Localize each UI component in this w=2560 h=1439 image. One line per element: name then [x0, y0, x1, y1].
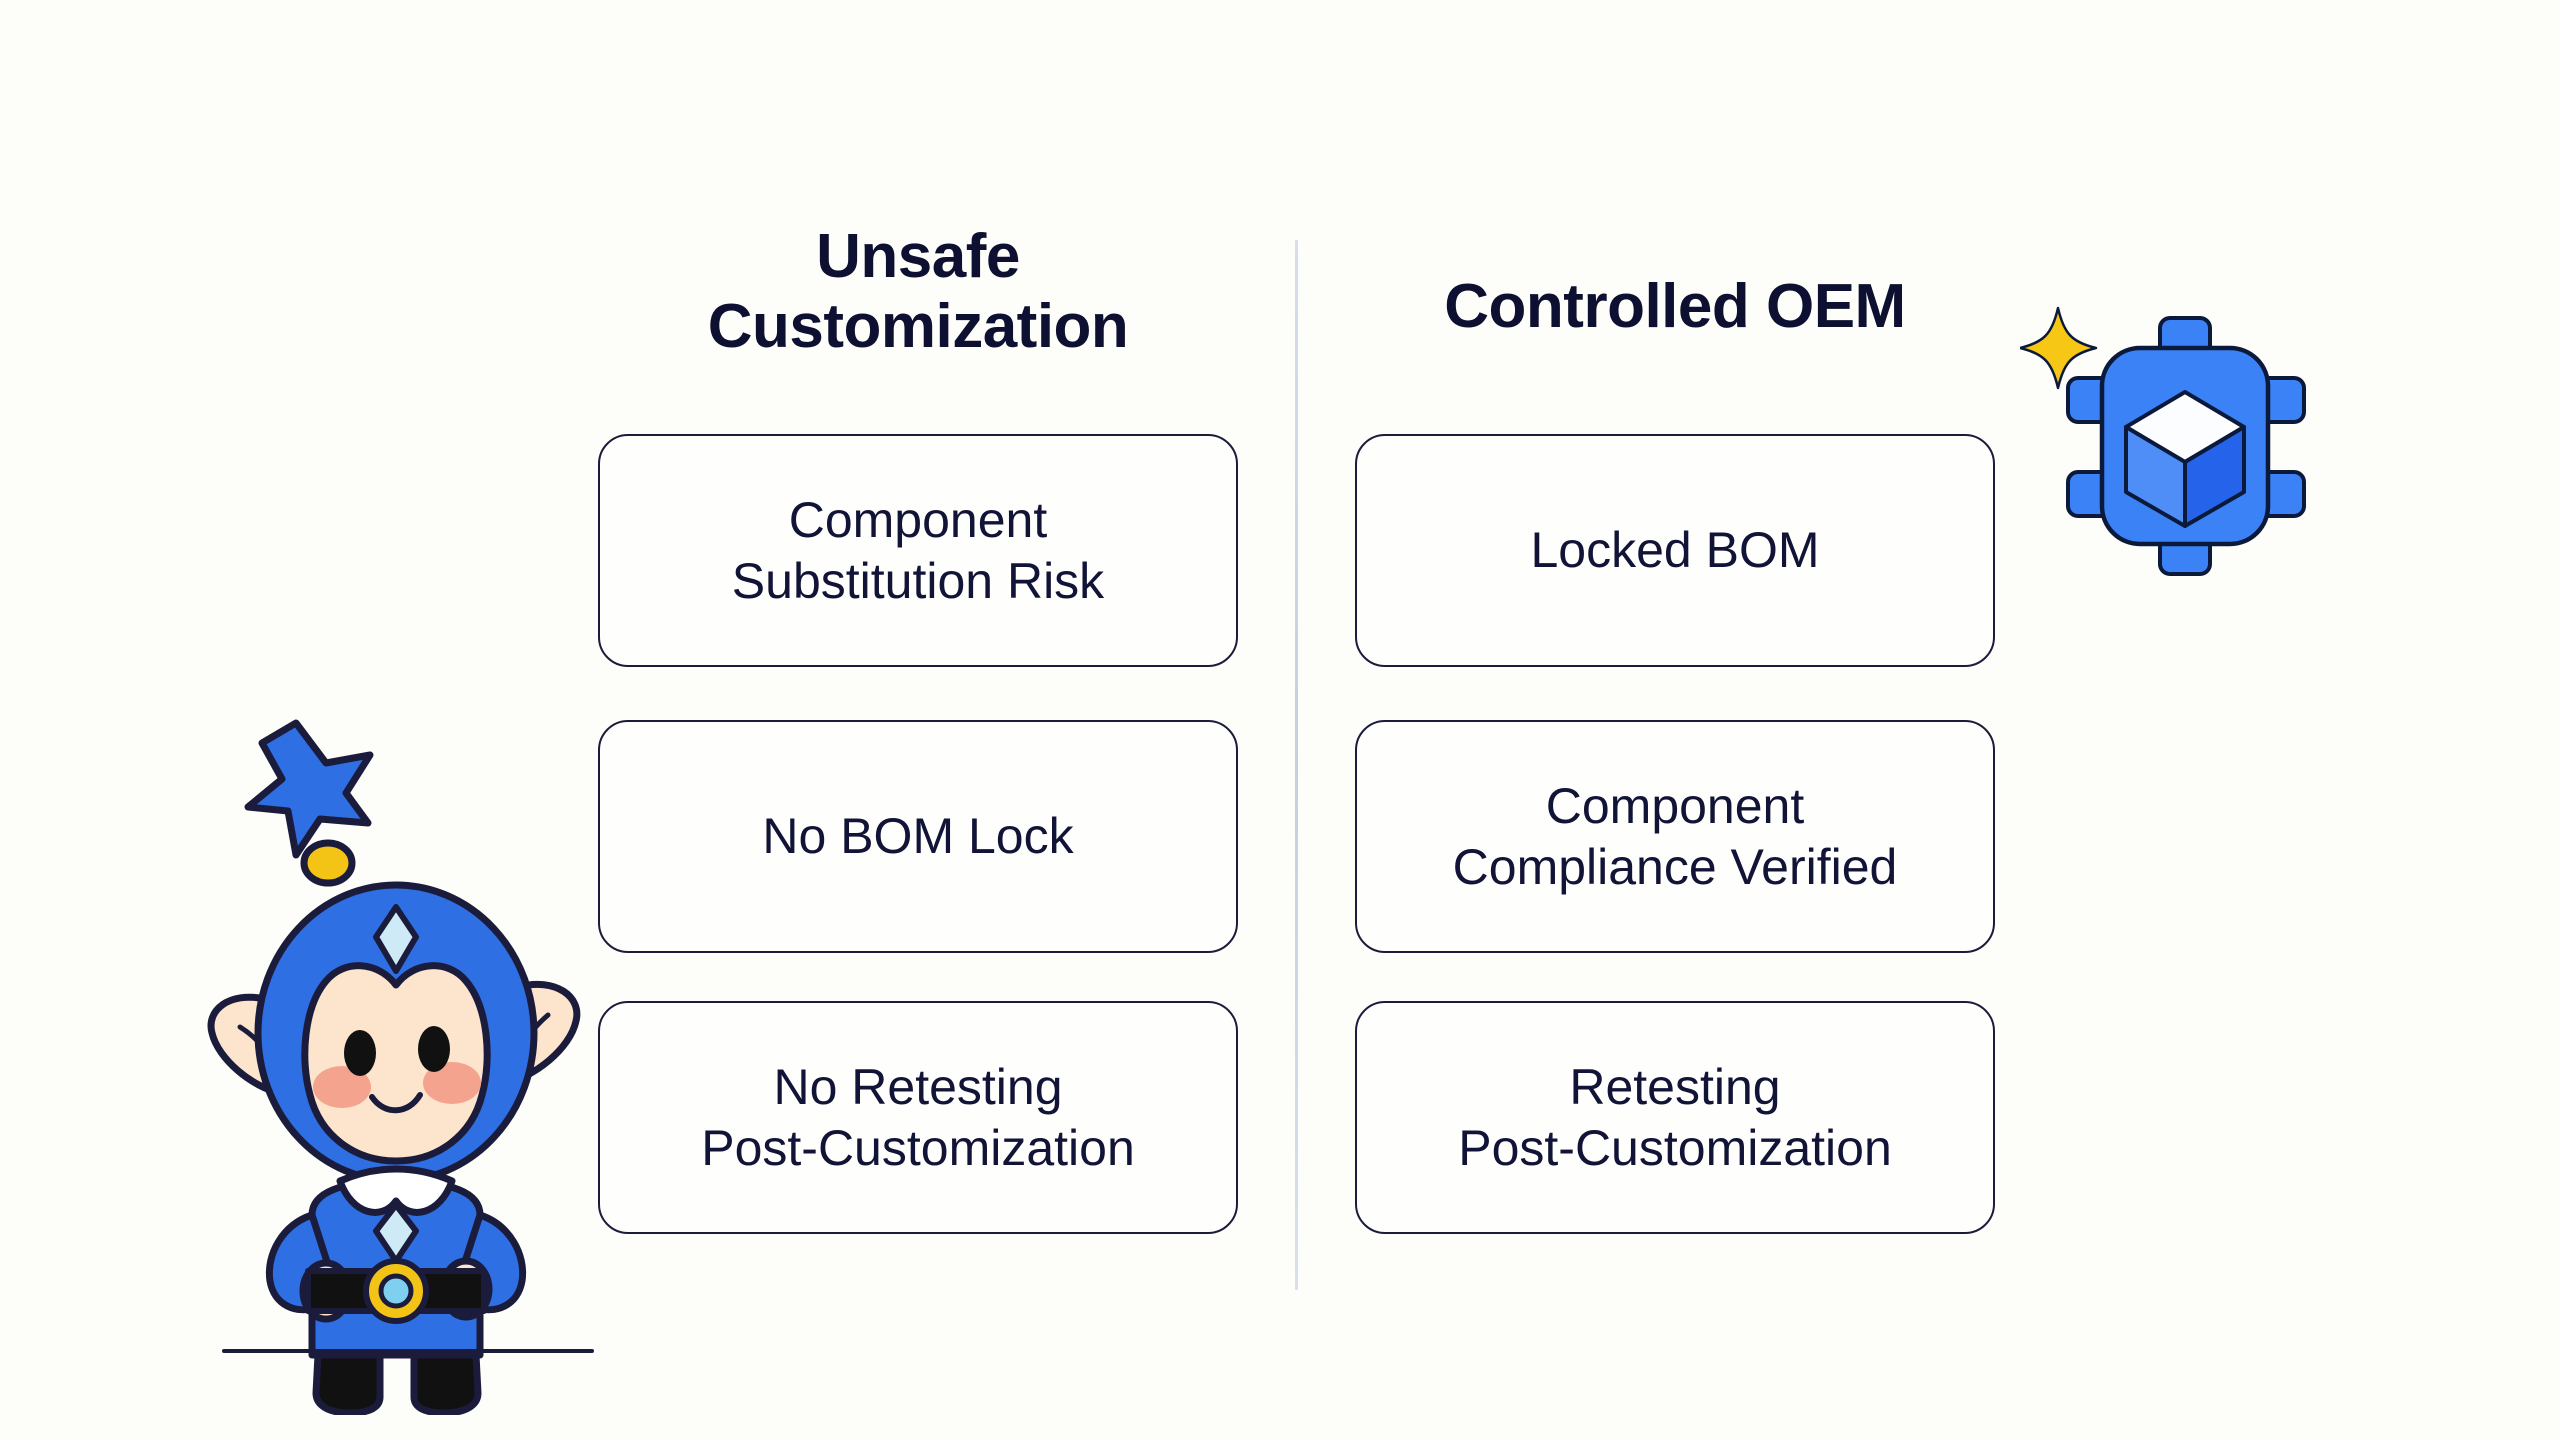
card-left-1-line-1: Component	[788, 491, 1048, 548]
card-left-3[interactable]: No Retesting Post-Customization	[598, 1001, 1238, 1234]
card-right-3-line-1: Retesting	[1569, 1058, 1781, 1115]
card-left-3-label: No Retesting Post-Customization	[679, 1057, 1157, 1179]
card-right-2-label: Component Compliance Verified	[1431, 776, 1920, 898]
mascot-eye-left	[344, 1030, 376, 1076]
card-left-1-label: Component Substitution Risk	[710, 490, 1126, 612]
card-right-1-label: Locked BOM	[1508, 520, 1841, 581]
card-left-2[interactable]: No BOM Lock	[598, 720, 1238, 953]
card-left-2-line-1: No BOM Lock	[762, 808, 1074, 864]
left-column-heading: Unsafe Customization	[598, 222, 1238, 362]
mascot-boot-right	[410, 1351, 482, 1415]
card-right-3-label: Retesting Post-Customization	[1436, 1057, 1914, 1179]
cube-right-face	[2183, 425, 2246, 528]
card-right-2-line-2: Compliance Verified	[1452, 838, 1898, 895]
cube-icon	[2124, 390, 2246, 528]
card-right-2[interactable]: Component Compliance Verified	[1355, 720, 1995, 953]
card-left-3-line-2: Post-Customization	[701, 1119, 1135, 1176]
mascot-hood-gem	[373, 904, 419, 974]
card-left-3-line-1: No Retesting	[773, 1058, 1063, 1115]
blue-hooded-mascot	[207, 719, 581, 1415]
card-right-3-line-2: Post-Customization	[1458, 1119, 1892, 1176]
card-left-1[interactable]: Component Substitution Risk	[598, 434, 1238, 667]
mascot-smile	[369, 1092, 423, 1114]
card-left-2-label: No BOM Lock	[740, 806, 1095, 867]
card-left-1-line-2: Substitution Risk	[731, 552, 1105, 609]
antenna-star-icon	[244, 719, 374, 859]
mascot-eye-right	[418, 1026, 450, 1072]
ground-line	[222, 1349, 594, 1353]
column-divider	[1295, 240, 1298, 1290]
sparkle-icon	[2020, 306, 2098, 390]
watermark	[2300, 1340, 2500, 1380]
antenna-bulb	[300, 839, 356, 887]
card-right-3[interactable]: Retesting Post-Customization	[1355, 1001, 1995, 1234]
card-right-1-line-1: Locked BOM	[1530, 522, 1820, 578]
left-heading-line-2: Customization	[707, 292, 1129, 362]
right-column-heading: Controlled OEM	[1355, 272, 1995, 342]
mascot-cheek-right	[423, 1062, 481, 1104]
chip-cube-icon	[2020, 306, 2306, 576]
mascot-face	[301, 962, 491, 1165]
left-heading-line-1: Unsafe	[816, 222, 1020, 291]
mascot-belt-buckle-center	[378, 1273, 414, 1309]
mascot-collar	[336, 1165, 456, 1216]
right-heading-line-1: Controlled OEM	[1444, 272, 1906, 341]
mascot-cheek-left	[313, 1066, 371, 1108]
card-right-2-line-1: Component	[1545, 777, 1805, 834]
card-right-1[interactable]: Locked BOM	[1355, 434, 1995, 667]
mascot-boot-left	[312, 1351, 384, 1415]
